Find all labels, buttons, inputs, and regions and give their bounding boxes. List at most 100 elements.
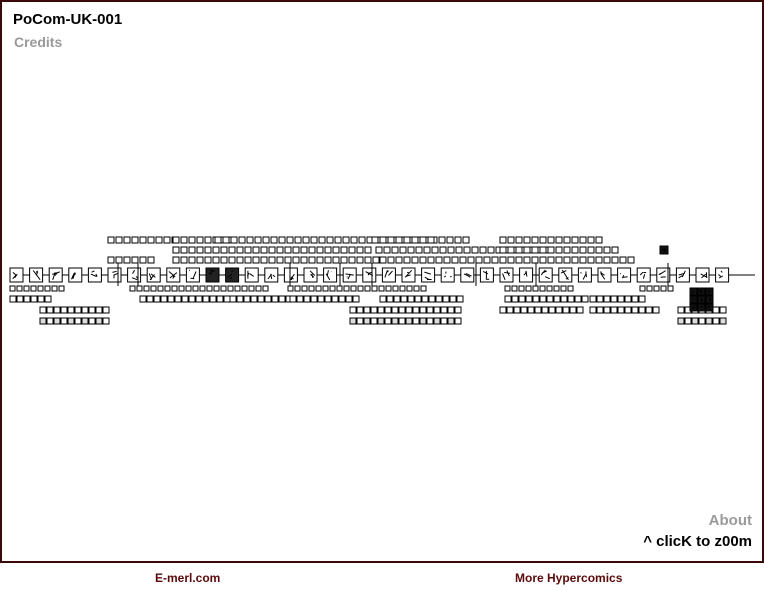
branch-panel[interactable] [39, 306, 47, 314]
branch-panel[interactable] [278, 236, 286, 244]
branch-panel[interactable] [212, 256, 220, 264]
branch-panel[interactable] [603, 295, 611, 303]
branch-panel[interactable] [315, 285, 322, 292]
branch-panel[interactable] [53, 317, 61, 325]
branch-panel[interactable] [139, 295, 147, 303]
branch-panel[interactable] [322, 285, 329, 292]
branch-panel[interactable] [308, 256, 316, 264]
branch-panel[interactable] [220, 246, 228, 254]
branch-panel[interactable] [405, 306, 413, 314]
branch-panel[interactable] [81, 306, 89, 314]
branch-panel[interactable] [222, 236, 230, 244]
branch-panel[interactable] [230, 236, 238, 244]
branch-panel[interactable] [454, 306, 462, 314]
branch-panel[interactable] [435, 295, 443, 303]
branch-panel[interactable] [317, 295, 325, 303]
branch-panel[interactable] [316, 256, 324, 264]
branch-panel[interactable] [603, 306, 611, 314]
branch-panel[interactable] [387, 236, 395, 244]
branch-panel[interactable] [555, 256, 563, 264]
branch-panel[interactable] [289, 295, 297, 303]
branch-panel[interactable] [439, 246, 447, 254]
branch-panel[interactable] [631, 295, 639, 303]
branch-panel[interactable] [9, 285, 16, 292]
branch-panel[interactable] [324, 256, 332, 264]
branch-panel[interactable] [363, 306, 371, 314]
branch-panel[interactable] [88, 306, 96, 314]
branch-panel[interactable] [462, 236, 470, 244]
branch-panel[interactable] [420, 285, 427, 292]
branch-panel[interactable] [107, 236, 115, 244]
branch-panel[interactable] [456, 295, 464, 303]
main-panel[interactable] [656, 267, 671, 283]
branch-panel[interactable] [343, 285, 350, 292]
branch-panel[interactable] [391, 246, 399, 254]
branch-panel[interactable] [471, 246, 479, 254]
branch-panel[interactable] [431, 246, 439, 254]
branch-panel[interactable] [443, 256, 451, 264]
branch-panel[interactable] [391, 306, 399, 314]
branch-panel[interactable] [589, 306, 597, 314]
branch-panel[interactable] [454, 236, 462, 244]
branch-panel[interactable] [139, 256, 147, 264]
branch-panel[interactable] [204, 236, 212, 244]
branch-panel[interactable] [303, 295, 311, 303]
branch-panel[interactable] [102, 306, 110, 314]
branch-panel[interactable] [405, 317, 413, 325]
branch-panel[interactable] [348, 256, 356, 264]
branch-panel[interactable] [123, 256, 131, 264]
branch-panel[interactable] [712, 306, 720, 314]
branch-panel[interactable] [504, 285, 511, 292]
branch-panel[interactable] [571, 246, 579, 254]
branch-panel[interactable] [53, 306, 61, 314]
branch-panel[interactable] [532, 295, 540, 303]
branch-panel[interactable] [435, 256, 443, 264]
branch-panel[interactable] [364, 256, 372, 264]
branch-panel[interactable] [147, 236, 155, 244]
branch-panel[interactable] [387, 256, 395, 264]
main-panel[interactable] [87, 267, 102, 283]
branch-panel[interactable] [213, 285, 220, 292]
branch-panel[interactable] [188, 256, 196, 264]
branch-panel[interactable] [223, 295, 231, 303]
branch-panel[interactable] [541, 306, 549, 314]
main-panel[interactable] [401, 267, 416, 283]
branch-panel[interactable] [155, 236, 163, 244]
branch-panel[interactable] [308, 246, 316, 254]
branch-panel[interactable] [451, 256, 459, 264]
branch-panel[interactable] [438, 236, 446, 244]
branch-panel[interactable] [407, 246, 415, 254]
branch-panel[interactable] [395, 256, 403, 264]
branch-panel[interactable] [455, 246, 463, 254]
branch-panel[interactable] [400, 295, 408, 303]
branch-panel[interactable] [639, 285, 646, 292]
branch-panel[interactable] [705, 303, 714, 312]
branch-panel[interactable] [427, 256, 435, 264]
branch-panel[interactable] [442, 295, 450, 303]
branch-panel[interactable] [684, 317, 692, 325]
branch-panel[interactable] [157, 285, 164, 292]
branch-panel[interactable] [419, 317, 427, 325]
branch-panel[interactable] [546, 285, 553, 292]
branch-panel[interactable] [196, 256, 204, 264]
branch-panel[interactable] [356, 246, 364, 254]
branch-panel[interactable] [349, 306, 357, 314]
branch-panel[interactable] [531, 236, 539, 244]
branch-panel[interactable] [364, 246, 372, 254]
branch-panel[interactable] [370, 317, 378, 325]
branch-panel[interactable] [308, 285, 315, 292]
branch-panel[interactable] [143, 285, 150, 292]
branch-panel[interactable] [447, 246, 455, 254]
branch-panel[interactable] [81, 317, 89, 325]
branch-panel[interactable] [446, 236, 454, 244]
branch-panel[interactable] [631, 306, 639, 314]
branch-panel[interactable] [525, 285, 532, 292]
branch-panel[interactable] [243, 295, 251, 303]
branch-panel[interactable] [547, 246, 555, 254]
branch-panel[interactable] [384, 317, 392, 325]
branch-panel[interactable] [560, 295, 568, 303]
main-panel[interactable] [421, 267, 436, 283]
branch-panel[interactable] [276, 246, 284, 254]
branch-panel[interactable] [539, 256, 547, 264]
branch-panel[interactable] [199, 285, 206, 292]
